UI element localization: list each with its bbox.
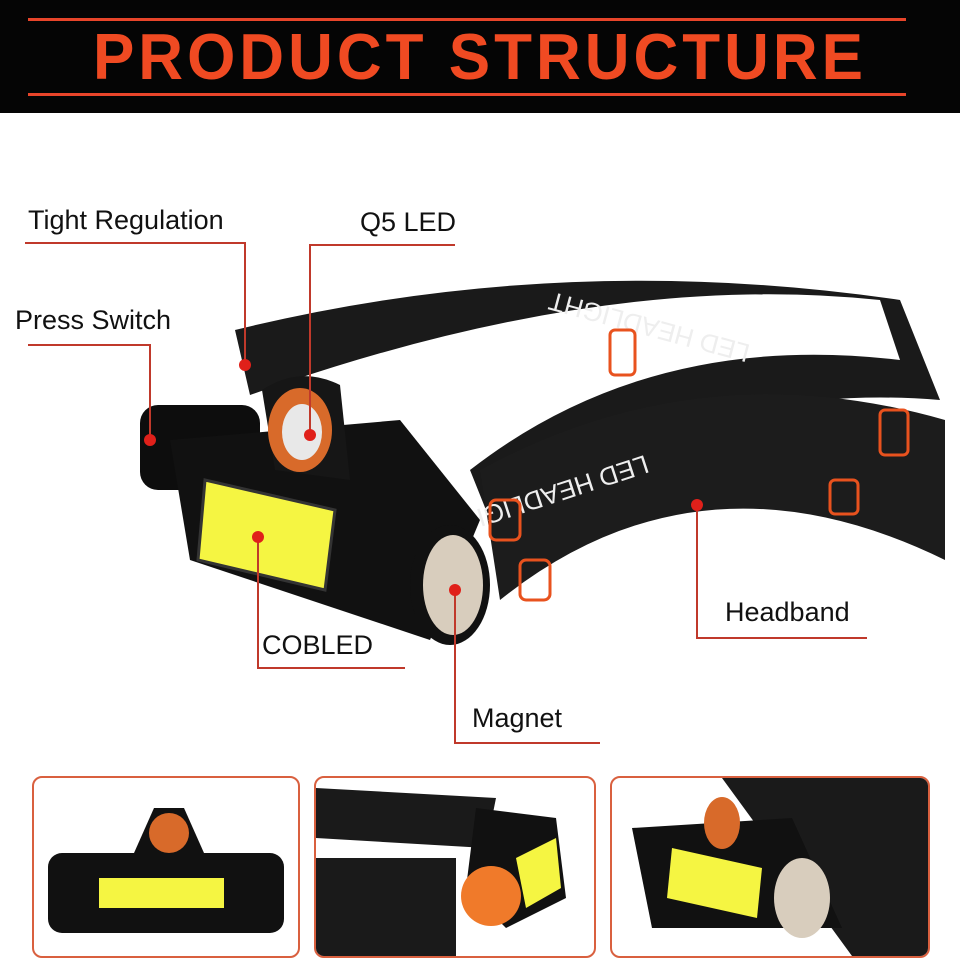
divider <box>28 18 906 21</box>
thumbnail-front <box>32 776 300 958</box>
divider <box>28 93 906 96</box>
thumbnail-angle <box>610 776 930 958</box>
headband <box>235 280 940 520</box>
callout-magnet: Magnet <box>472 703 563 733</box>
thumbnail-side <box>314 776 596 958</box>
cob-led <box>196 478 337 592</box>
callout-headband: Headband <box>725 597 850 627</box>
callout-tight-regulation: Tight Regulation <box>28 205 224 235</box>
product-illustration: LED HEADLIGHT LED HEADLIGHT <box>25 242 945 744</box>
callout-cob-led: COBLED <box>262 630 374 660</box>
header-banner: PRODUCT STRUCTURE <box>0 0 960 113</box>
callout-q5-led: Q5 LED <box>360 207 457 237</box>
page-title: PRODUCT STRUCTURE <box>92 21 868 94</box>
callout-press-switch: Press Switch <box>15 305 172 335</box>
